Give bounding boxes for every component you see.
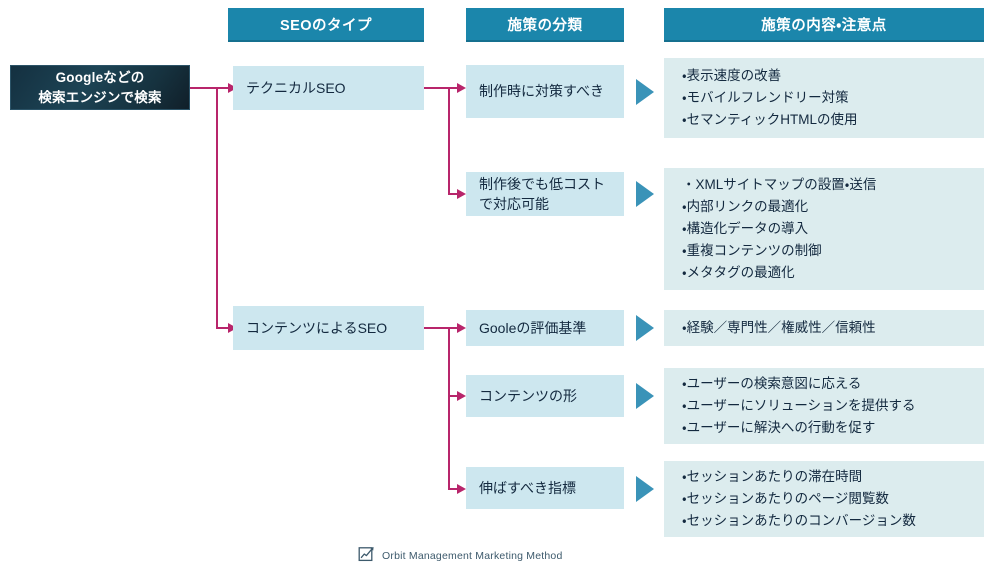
column-header-label: 施策の分類 bbox=[507, 17, 583, 34]
detail-panel-metrics: ・セッションあたりの滞在時間 ・セッションあたりのページ閲覧数 ・セッションあた… bbox=[664, 461, 984, 537]
arrow-head-cat-content-form bbox=[457, 390, 466, 401]
category-box-post-production: 制作後でも低コストで対応可能 bbox=[466, 172, 624, 216]
triangle-pointer-2 bbox=[636, 181, 654, 207]
detail-panel-production-time: ・表示速度の改善 ・モバイルフレンドリー対策 ・セマンティックHTMLの使用 bbox=[664, 58, 984, 138]
detail-bullet: ・メタタグの最適化 bbox=[682, 264, 795, 280]
source-box-search-engine: Googleなどの 検索エンジンで検索 bbox=[10, 65, 190, 110]
connector-source-vertical bbox=[216, 87, 218, 328]
triangle-pointer-5 bbox=[636, 476, 654, 502]
detail-bullet: ・セッションあたりの滞在時間 bbox=[682, 469, 863, 485]
footer-brand-label: Orbit Management Marketing Method bbox=[382, 549, 563, 562]
connector-technical-trunk bbox=[424, 87, 450, 89]
detail-bullet: ・表示速度の改善 bbox=[682, 68, 782, 84]
detail-bullet: ・内部リンクの最適化 bbox=[682, 199, 809, 215]
detail-panel-post-production: ・XMLサイトマップの設置・送信 ・内部リンクの最適化 ・構造化データの導入 ・… bbox=[664, 168, 984, 290]
detail-bullet: ・ユーザーの検索意図に応える bbox=[682, 376, 862, 392]
connector-content-vertical bbox=[448, 327, 450, 489]
detail-panel-content-form: ・ユーザーの検索意図に応える ・ユーザーにソリューションを提供する ・ユーザーに… bbox=[664, 368, 984, 444]
category-box-production-time: 制作時に対策すべき bbox=[466, 65, 624, 118]
arrow-head-cat-google-criteria bbox=[457, 322, 466, 333]
detail-bullet: ・ユーザーにソリューションを提供する bbox=[682, 398, 916, 414]
detail-panel-google-criteria: ・経験／専門性／権威性／信頼性 bbox=[664, 310, 984, 346]
connector-content-trunk bbox=[424, 327, 450, 329]
connector-to-cat-google-criteria bbox=[448, 327, 461, 329]
column-header-label: 施策の内容・注意点 bbox=[761, 17, 887, 34]
connector-technical-vertical bbox=[448, 87, 450, 194]
category-box-google-criteria: Gooleの評価基準 bbox=[466, 310, 624, 346]
type-box-content-seo: コンテンツによるSEO bbox=[233, 306, 424, 350]
category-box-content-form: コンテンツの形 bbox=[466, 375, 624, 417]
connector-to-technical-seo bbox=[216, 87, 231, 89]
triangle-pointer-1 bbox=[636, 79, 654, 105]
arrow-head-cat-metrics bbox=[457, 483, 466, 494]
detail-bullet: ・モバイルフレンドリー対策 bbox=[682, 90, 849, 106]
arrow-head-content-seo bbox=[228, 322, 237, 333]
detail-bullet: ・セッションあたりのコンバージョン数 bbox=[682, 512, 916, 528]
detail-bullet: ・セッションあたりのページ閲覧数 bbox=[682, 491, 889, 507]
arrow-head-technical-seo bbox=[228, 82, 237, 93]
category-box-label: 制作後でも低コストで対応可能 bbox=[479, 175, 605, 212]
detail-bullet: ・経験／専門性／権威性／信頼性 bbox=[682, 320, 876, 336]
column-header-label: SEOのタイプ bbox=[279, 17, 373, 34]
triangle-pointer-3 bbox=[636, 315, 654, 341]
connector-to-cat-production-time bbox=[448, 87, 461, 89]
column-header-measure-detail: 施策の内容・注意点 bbox=[664, 8, 984, 42]
connector-to-cat-post-production bbox=[448, 193, 461, 195]
type-box-technical-seo: テクニカルSEO bbox=[233, 66, 424, 110]
type-box-label: テクニカルSEO bbox=[246, 79, 346, 96]
chart-box-icon bbox=[358, 546, 375, 565]
detail-bullet: ・重複コンテンツの制御 bbox=[682, 242, 822, 258]
category-box-metrics: 伸ばすべき指標 bbox=[466, 467, 624, 509]
connector-to-cat-content-form bbox=[448, 395, 461, 397]
connector-to-content-seo bbox=[216, 327, 231, 329]
category-box-label: Gooleの評価基準 bbox=[479, 319, 587, 336]
footer-brand: Orbit Management Marketing Method bbox=[358, 546, 563, 565]
detail-bullet: ・ユーザーに解決への行動を促す bbox=[682, 419, 876, 435]
type-box-label: コンテンツによるSEO bbox=[246, 319, 388, 336]
arrow-head-cat-post-production bbox=[457, 188, 466, 199]
connector-source-trunk bbox=[190, 87, 218, 89]
source-box-line-2: 検索エンジンで検索 bbox=[38, 89, 162, 105]
detail-bullet: ・構造化データの導入 bbox=[682, 221, 809, 237]
column-header-measure-category: 施策の分類 bbox=[466, 8, 624, 42]
detail-bullet: ・セマンティックHTMLの使用 bbox=[682, 111, 858, 127]
triangle-pointer-4 bbox=[636, 383, 654, 409]
source-box-line-1: Googleなどの bbox=[55, 69, 145, 85]
arrow-head-cat-production-time bbox=[457, 82, 466, 93]
detail-bullet: ・XMLサイトマップの設置・送信 bbox=[682, 177, 877, 193]
category-box-label: 制作時に対策すべき bbox=[479, 83, 605, 100]
column-header-seo-type: SEOのタイプ bbox=[228, 8, 424, 42]
category-box-label: 伸ばすべき指標 bbox=[479, 479, 577, 496]
connector-to-cat-metrics bbox=[448, 488, 461, 490]
category-box-label: コンテンツの形 bbox=[479, 387, 577, 404]
